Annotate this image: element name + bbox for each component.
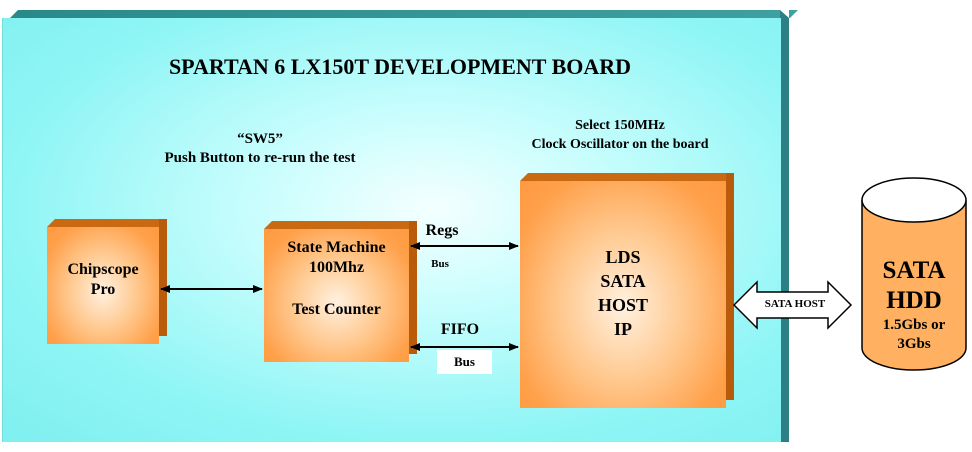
hdd-speed-1: 1.5Gbs or — [882, 317, 946, 333]
hdd-sata-label: SATA — [882, 257, 946, 284]
regs-bus-label: Regs — [425, 222, 459, 239]
clock-line-1: Select 150MHz — [575, 118, 665, 133]
hdd-speed-2: 3Gbs — [897, 336, 931, 352]
state-machine-clock: 100Mhz — [308, 259, 365, 276]
host-label: HOST — [597, 295, 649, 315]
clock-line-2: Clock Oscillator on the board — [531, 137, 709, 152]
ip-label: IP — [614, 319, 632, 339]
board-side-edge — [780, 10, 789, 442]
fifo-bus-label: FIFO — [440, 321, 480, 338]
sata-host-link-label: SATA HOST — [764, 298, 826, 310]
fifo-bus-sub: Bus — [437, 350, 492, 374]
state-machine-block: State Machine 100Mhz Test Counter — [264, 221, 417, 362]
chipscope-label-1: Chipscope — [67, 261, 139, 278]
chipscope-label-2: Pro — [90, 281, 116, 298]
sata-hdd-cylinder — [861, 177, 967, 371]
sata-label: SATA — [600, 271, 646, 291]
chipscope-block: Chipscope Pro — [47, 219, 167, 344]
lds-sata-host-ip-block: LDS SATA HOST IP — [520, 173, 734, 408]
sata-host-arrow — [732, 280, 853, 330]
test-counter-label: Test Counter — [292, 301, 381, 318]
clock-note: Select 150MHz Clock Oscillator on the bo… — [490, 116, 750, 154]
sw5-name: “SW5” — [237, 131, 283, 147]
hdd-label: SATA HDD 1.5Gbs or 3Gbs — [864, 256, 964, 354]
lds-label: LDS — [605, 247, 641, 267]
hdd-hdd-label: HDD — [886, 287, 942, 314]
sw5-description: Push Button to re-run the test — [164, 150, 356, 166]
board-title: SPARTAN 6 LX150T DEVELOPMENT BOARD — [168, 54, 632, 79]
sw5-note: “SW5” Push Button to re-run the test — [100, 130, 420, 168]
regs-bus-sub: Bus — [431, 258, 449, 270]
state-machine-label: State Machine — [287, 239, 386, 256]
